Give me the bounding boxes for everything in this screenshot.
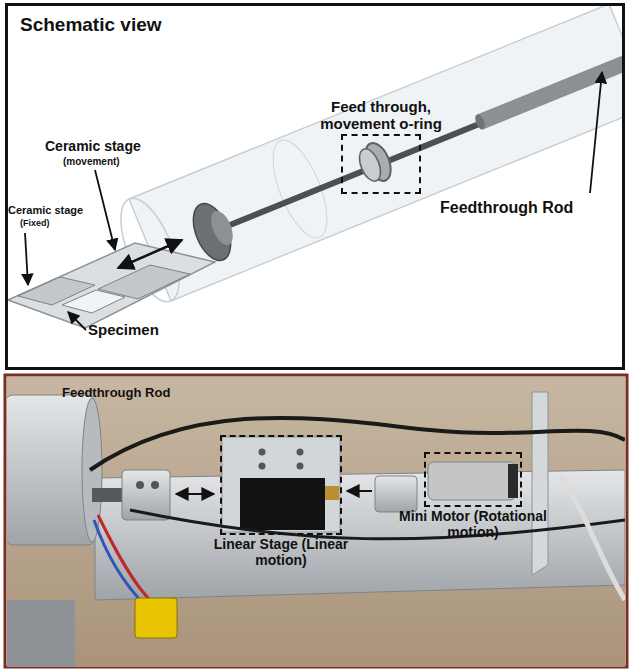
screw	[297, 463, 304, 470]
stage-shaft	[325, 486, 339, 500]
moving-stage	[98, 265, 190, 299]
photo-background	[7, 377, 625, 667]
screw	[297, 449, 304, 456]
stage-tray	[8, 243, 215, 328]
collar	[186, 198, 238, 266]
part-label: Specimen	[88, 322, 159, 339]
thermocouple-plug	[135, 598, 177, 638]
photo-frame	[5, 375, 627, 667]
holder	[7, 600, 75, 667]
part-label: Feedthrough Rod	[62, 386, 170, 400]
leader-arrow	[68, 312, 86, 330]
stage-mount	[222, 437, 340, 532]
leader-arrows	[25, 72, 602, 330]
ribbon-cable	[560, 475, 625, 600]
motor-bracket	[532, 392, 548, 575]
box-label: Feed through, movement o-ring	[306, 98, 456, 133]
schematic-panel: Schematic viewFeed through, movement o-r…	[5, 3, 625, 370]
cable	[90, 418, 625, 470]
leader-arrow	[25, 233, 28, 285]
screw	[151, 481, 159, 489]
screw	[259, 463, 266, 470]
part-label: (movement)	[63, 156, 120, 167]
linear-stage-box: Linear Stage (Linear motion)	[220, 435, 342, 535]
motion-arrow	[118, 240, 182, 268]
o-ring	[355, 146, 384, 184]
rod-sleeve	[480, 61, 625, 122]
motor-cap	[508, 464, 518, 498]
linear-stage	[240, 478, 325, 530]
sleeve-end	[473, 113, 486, 131]
box-label: Mini Motor (Rotational motion)	[391, 508, 556, 540]
feedthrough-box: Feed through, movement o-ring	[341, 134, 421, 194]
panel-title: Schematic view	[20, 14, 162, 36]
photo-drawing	[7, 377, 625, 667]
red-wire	[98, 515, 150, 600]
motor-coupler	[375, 476, 417, 512]
screw	[259, 449, 266, 456]
cable	[130, 510, 625, 539]
part-label: Ceramic stage	[45, 139, 141, 154]
mini-motor	[428, 462, 516, 500]
motion-arrow	[176, 493, 214, 495]
leader-arrow	[590, 72, 602, 193]
glass-tube	[129, 5, 625, 301]
mini-motor-box: Mini Motor (Rotational motion)	[424, 452, 522, 507]
part-label: Feedthrough Rod	[440, 199, 573, 217]
leader-arrow	[95, 170, 115, 250]
schematic-drawing	[8, 5, 625, 328]
motion-arrow	[347, 490, 372, 492]
part-label: (Fixed)	[20, 219, 50, 229]
box-label: Linear Stage (Linear motion)	[206, 536, 356, 568]
blue-wire	[94, 520, 145, 605]
collar-face	[207, 208, 237, 248]
part-label: Ceramic stage	[8, 204, 83, 216]
screw	[136, 481, 144, 489]
